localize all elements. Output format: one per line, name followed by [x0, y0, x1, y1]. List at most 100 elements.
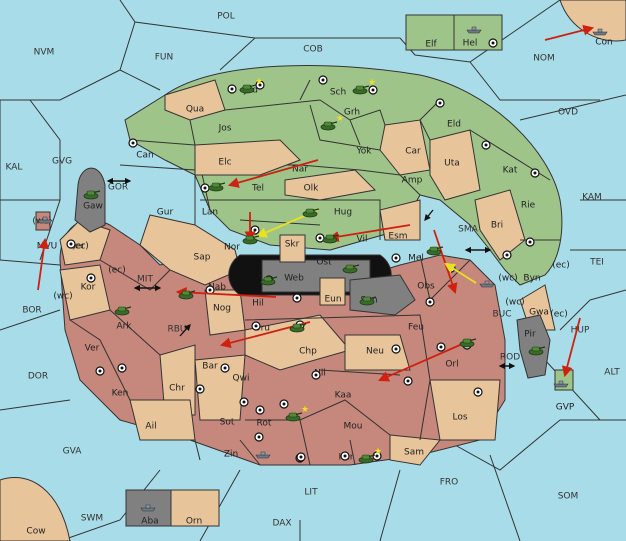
sea-label-rbu[interactable]: RBU: [167, 325, 186, 335]
province-label-chr[interactable]: Chr: [169, 384, 185, 394]
sea-label-nom[interactable]: NOM: [533, 54, 555, 64]
ship-icon[interactable]: [553, 380, 569, 388]
province-label-nor[interactable]: Nor: [224, 243, 240, 253]
province-label-gvp[interactable]: GVP: [556, 403, 575, 413]
coast-label-ec[interactable]: (ec): [552, 261, 570, 271]
province-label-ost[interactable]: Ost: [316, 258, 332, 268]
coast-label-wc[interactable]: (wc): [505, 298, 524, 308]
province-label-sam[interactable]: Sam: [404, 448, 424, 458]
province-label-aba[interactable]: Aba: [141, 517, 158, 527]
coast-label-ec[interactable]: (ec): [108, 266, 126, 276]
tank-icon[interactable]: ★: [320, 114, 344, 131]
sea-label-nvm[interactable]: NVM: [34, 48, 55, 58]
sea-label-gor[interactable]: GOR: [108, 183, 128, 193]
sea-label-mit[interactable]: MIT: [137, 275, 153, 285]
province-label-qwi[interactable]: Qwi: [233, 374, 250, 384]
tank-icon[interactable]: [322, 234, 340, 244]
province-label-yok[interactable]: Yok: [355, 147, 372, 157]
province-label-pir[interactable]: Pir: [524, 330, 536, 340]
coast-label-wc[interactable]: (wc): [53, 292, 72, 302]
sea-label-hup[interactable]: HUP: [571, 326, 590, 336]
tank-icon[interactable]: [459, 338, 477, 348]
ship-icon[interactable]: [479, 280, 495, 288]
province-label-tel[interactable]: Tel: [251, 184, 264, 194]
tank-icon[interactable]: [426, 246, 444, 256]
sea-label-bor[interactable]: BOR: [22, 306, 41, 316]
tank-icon[interactable]: [302, 208, 320, 218]
province-label-eld[interactable]: Eld: [447, 120, 461, 130]
province-label-esm[interactable]: Esm: [388, 232, 407, 242]
province-label-bar[interactable]: Bar: [202, 362, 218, 372]
province-label-rie[interactable]: Rie: [521, 201, 536, 211]
province-label-rot[interactable]: Rot: [257, 419, 272, 429]
province-label-nab[interactable]: Nab: [208, 283, 226, 293]
province-label-sch[interactable]: Sch: [330, 88, 346, 98]
province-label-kat[interactable]: Kat: [503, 166, 518, 176]
sea-label-alt[interactable]: ALT: [604, 368, 620, 378]
tank-icon[interactable]: ★: [285, 405, 309, 422]
province-label-ark[interactable]: Ark: [116, 322, 132, 332]
sea-label-swm[interactable]: SWM: [81, 514, 103, 524]
province-label-nar[interactable]: Nar: [292, 165, 308, 175]
sea-label-kam[interactable]: KAM: [582, 193, 602, 203]
sea-label-lit[interactable]: LIT: [304, 488, 318, 498]
province-label-qua[interactable]: Qua: [186, 105, 204, 115]
province-label-ver[interactable]: Ver: [85, 344, 100, 354]
ship-icon[interactable]: [255, 451, 271, 459]
sea-label-buc[interactable]: BUC: [492, 310, 511, 320]
province-label-uru[interactable]: Uru: [254, 324, 270, 334]
tank-icon[interactable]: [260, 276, 278, 286]
province-label-hil[interactable]: Hil: [252, 299, 264, 309]
sea-label-tei[interactable]: TEI: [589, 258, 604, 268]
province-label-sap[interactable]: Sap: [194, 253, 211, 263]
ship-icon[interactable]: [592, 28, 608, 36]
province-label-bri[interactable]: Bri: [491, 221, 503, 231]
province-label-car[interactable]: Car: [405, 147, 421, 157]
province-label-skr[interactable]: Skr: [285, 240, 300, 250]
coast-label-wc[interactable]: (wc): [498, 274, 517, 284]
sea-label-fro[interactable]: FRO: [440, 478, 459, 488]
province-label-feu[interactable]: Feu: [408, 323, 424, 333]
sea-label-dax[interactable]: DAX: [272, 519, 291, 529]
province-label-obs[interactable]: Obs: [417, 282, 435, 292]
sea-label-fun[interactable]: FUN: [155, 53, 174, 63]
sea-label-cob[interactable]: COB: [303, 45, 323, 55]
tank-icon[interactable]: [208, 182, 226, 192]
province-label-amp[interactable]: Amp: [402, 176, 423, 186]
sea-label-dor[interactable]: DOR: [28, 372, 48, 382]
province-label-mel[interactable]: Mel: [408, 254, 424, 264]
coast-label-ec[interactable]: (ec): [71, 242, 89, 252]
province-label-kor[interactable]: Kor: [81, 283, 96, 293]
province-label-elf[interactable]: Elf: [425, 40, 437, 50]
province-label-mou[interactable]: Mou: [344, 422, 363, 432]
sea-label-som[interactable]: SOM: [558, 492, 579, 502]
ship-icon[interactable]: [466, 26, 482, 34]
tank-icon[interactable]: [114, 306, 132, 316]
ship-icon[interactable]: [37, 216, 53, 224]
tank-icon[interactable]: ★: [239, 77, 263, 94]
province-label-orn[interactable]: Orn: [186, 517, 202, 527]
province-label-cow[interactable]: Cow: [26, 527, 45, 537]
coast-label-ec[interactable]: (ec): [550, 310, 568, 320]
tank-icon[interactable]: ★: [358, 447, 382, 464]
province-label-con[interactable]: Con: [595, 38, 613, 48]
province-label-gwa[interactable]: Gwa: [529, 308, 549, 318]
province-label-elc[interactable]: Elc: [218, 158, 231, 168]
ship-icon[interactable]: [140, 504, 156, 512]
tank-icon[interactable]: ★: [352, 78, 376, 95]
province-label-ail[interactable]: Ail: [145, 422, 156, 432]
sea-label-ovd[interactable]: OVD: [558, 108, 578, 118]
tank-icon[interactable]: [289, 323, 307, 333]
province-label-byn[interactable]: Byn: [523, 274, 540, 284]
tank-icon[interactable]: [528, 346, 546, 356]
province-label-web[interactable]: Web: [284, 274, 304, 284]
sea-label-gvg[interactable]: GVG: [52, 157, 72, 167]
province-label-her[interactable]: Her: [69, 242, 85, 252]
sea-label-sma[interactable]: SMA: [458, 225, 478, 235]
province-label-mvu[interactable]: MVU: [37, 242, 58, 252]
sea-label-pol[interactable]: POL: [217, 12, 235, 22]
tank-icon[interactable]: [178, 290, 196, 300]
province-label-olk[interactable]: Olk: [304, 184, 320, 194]
province-label-nog[interactable]: Nog: [213, 304, 231, 314]
tank-icon[interactable]: [242, 235, 260, 245]
